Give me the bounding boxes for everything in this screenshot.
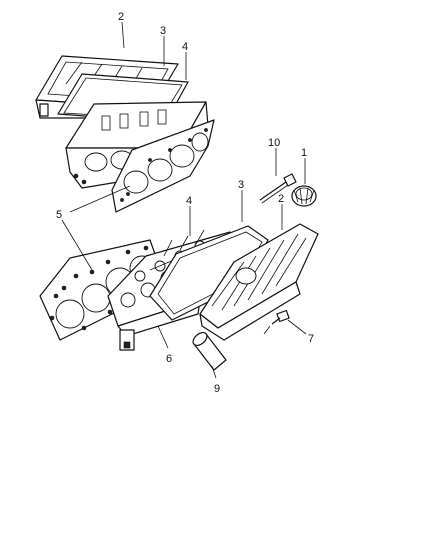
callout-4-lower: 4: [186, 195, 192, 207]
callout-5: 5: [56, 209, 62, 221]
callout-labels: 2 3 4 10 1 3 2 4 5 7 6 9: [56, 11, 314, 395]
callout-2-lower: 2: [278, 193, 284, 205]
valve-cover-gasket-lower: [149, 225, 269, 321]
spark-plug-tube: [192, 331, 227, 371]
pcv-fitting: [263, 309, 290, 335]
callout-10: 10: [268, 137, 280, 149]
callout-9: 9: [214, 383, 220, 395]
oil-filler-cap: [291, 185, 317, 207]
callout-4-upper: 4: [182, 41, 188, 53]
callout-7: 7: [308, 333, 314, 345]
leader-lines: [61, 21, 307, 379]
callout-2-upper: 2: [118, 11, 124, 23]
callout-3-upper: 3: [160, 25, 166, 37]
callout-6: 6: [166, 353, 172, 365]
callout-1: 1: [301, 147, 307, 159]
head-bolt: [259, 173, 297, 204]
valve-cover-lower: [199, 223, 319, 341]
callout-3-lower: 3: [238, 179, 244, 191]
head-gasket-upper: [111, 119, 215, 213]
